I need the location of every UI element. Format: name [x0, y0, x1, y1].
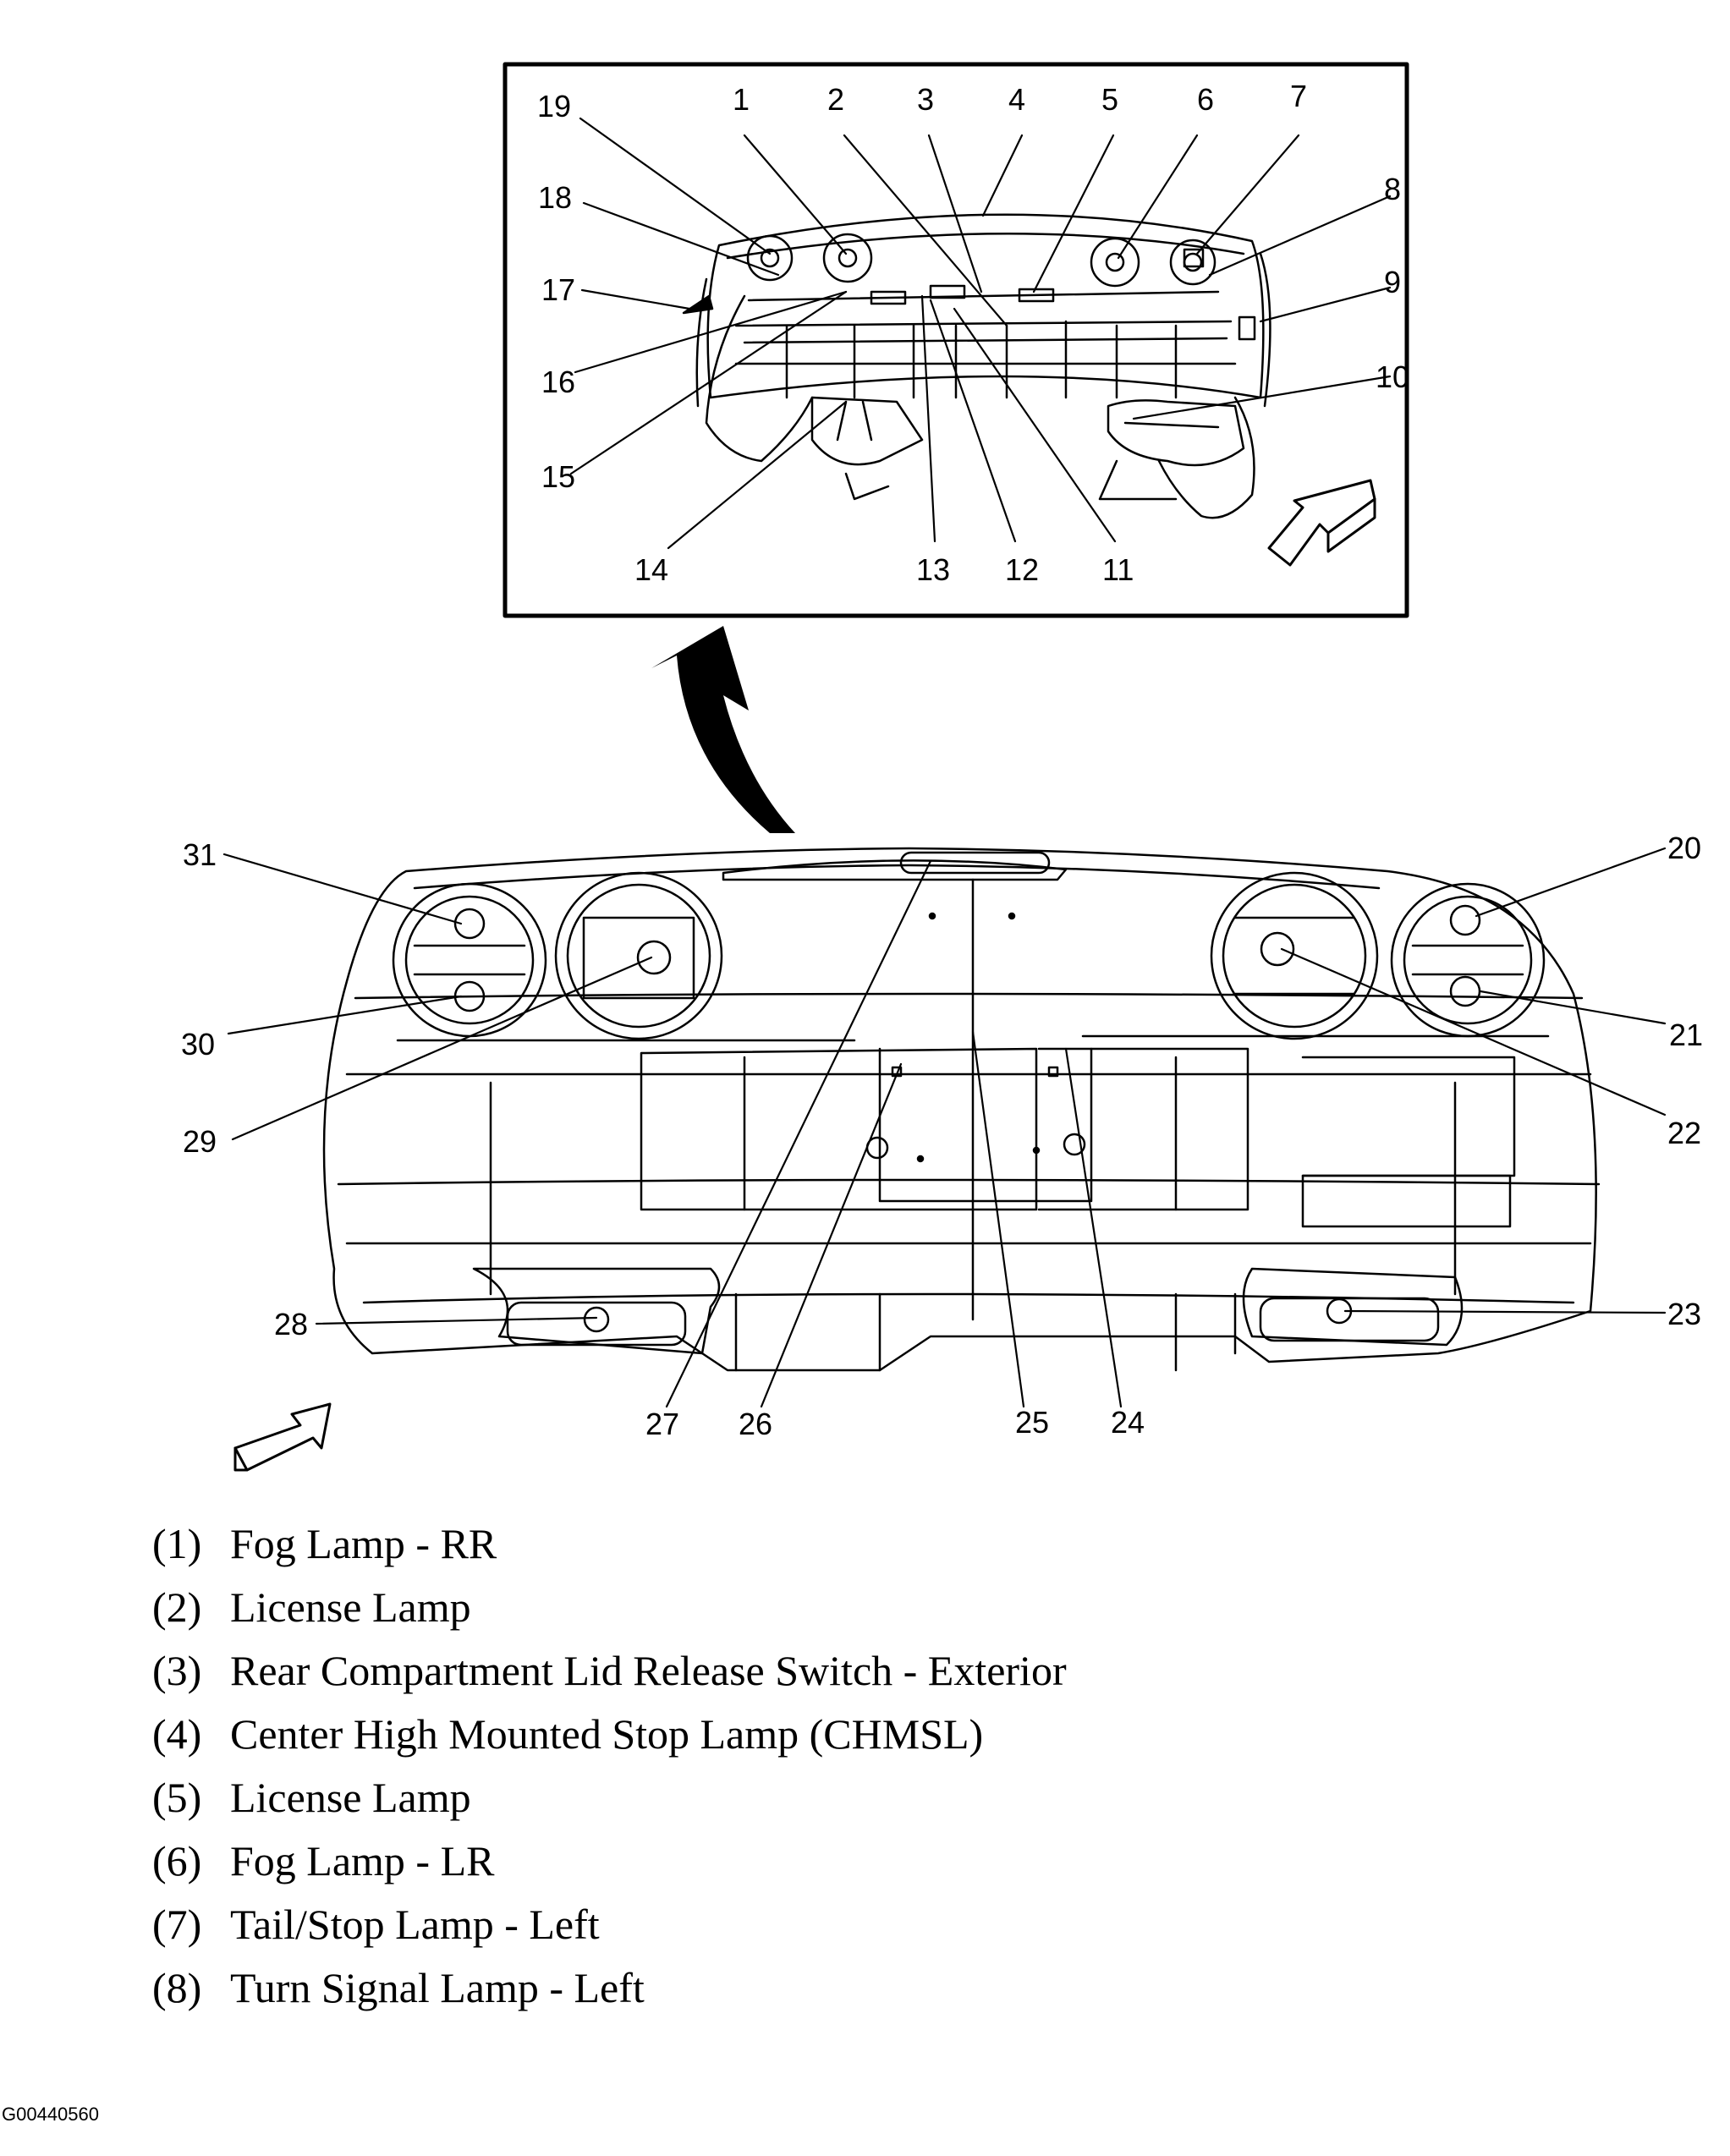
callout-1: 1: [733, 82, 750, 117]
legend-number: (6): [152, 1837, 202, 1884]
callout-numbers: 19 1 2 3 4 5 6 7 8 9 10 11 12 13 14 15 1…: [181, 79, 1703, 1441]
legend-item: (2) License Lamp: [152, 1576, 1067, 1639]
callout-22: 22: [1667, 1116, 1701, 1150]
callout-9: 9: [1384, 265, 1401, 299]
legend-number: (8): [152, 1964, 202, 2011]
callout-21: 21: [1669, 1018, 1703, 1052]
callout-4: 4: [1008, 82, 1025, 117]
callout-2: 2: [827, 82, 844, 117]
callout-12: 12: [1005, 552, 1039, 587]
legend-text: Fog Lamp - RR: [230, 1520, 497, 1567]
callout-16: 16: [541, 365, 575, 399]
callout-3: 3: [917, 82, 934, 117]
callout-26: 26: [739, 1407, 772, 1441]
legend-number: (1): [152, 1520, 202, 1567]
legend-text: Tail/Stop Lamp - Left: [230, 1901, 600, 1948]
legend-item: (7) Tail/Stop Lamp - Left: [152, 1893, 1067, 1956]
callout-17: 17: [541, 272, 575, 307]
legend-text: License Lamp: [230, 1583, 471, 1631]
legend-text: Fog Lamp - LR: [230, 1837, 495, 1884]
legend-number: (5): [152, 1774, 202, 1821]
callout-5: 5: [1101, 82, 1118, 117]
view-arrow-inset: [1267, 479, 1376, 567]
callout-7: 7: [1290, 79, 1307, 113]
vehicle-rear-body: [322, 847, 1601, 1372]
legend-text: Rear Compartment Lid Release Switch - Ex…: [230, 1647, 1067, 1694]
legend-item: (6) Fog Lamp - LR: [152, 1830, 1067, 1893]
legend-number: (3): [152, 1647, 202, 1694]
legend-text: Center High Mounted Stop Lamp (CHMSL): [230, 1710, 984, 1758]
legend-item: (4) Center High Mounted Stop Lamp (CHMSL): [152, 1703, 1067, 1766]
legend-item: (8) Turn Signal Lamp - Left: [152, 1956, 1067, 2020]
callout-8: 8: [1384, 172, 1401, 206]
callout-30: 30: [181, 1027, 215, 1062]
fog-lamps: [506, 1297, 1440, 1347]
callout-11: 11: [1102, 552, 1134, 587]
view-arrow-main: [233, 1402, 332, 1472]
callout-13: 13: [916, 552, 950, 587]
callout-14: 14: [634, 552, 668, 587]
legend-number: (7): [152, 1901, 202, 1948]
callout-6: 6: [1197, 82, 1214, 117]
legend-list: (1) Fog Lamp - RR (2) License Lamp (3) Rear…: [152, 1512, 1067, 2020]
inset-lamp-sockets: [682, 233, 1256, 341]
tail-lamps: [392, 871, 1546, 1040]
callout-23: 23: [1667, 1297, 1701, 1331]
callout-25: 25: [1015, 1405, 1049, 1440]
detail-pointer-arrow: [651, 626, 795, 833]
detail-inset-frame: [503, 62, 1409, 618]
legend-text: License Lamp: [230, 1774, 471, 1821]
callout-27: 27: [645, 1407, 679, 1441]
legend-item: (1) Fog Lamp - RR: [152, 1512, 1067, 1576]
callout-18: 18: [538, 180, 572, 215]
callout-leader-lines: [222, 117, 1667, 1408]
figure-id: G00440560: [2, 2104, 99, 2125]
callout-24: 24: [1111, 1405, 1145, 1440]
legend-item: (5) License Lamp: [152, 1766, 1067, 1830]
callout-20: 20: [1667, 831, 1701, 865]
callout-31: 31: [183, 837, 217, 872]
legend-text: Turn Signal Lamp - Left: [230, 1964, 645, 2011]
legend-number: (2): [152, 1583, 202, 1631]
callout-19: 19: [537, 89, 571, 123]
callout-28: 28: [274, 1307, 308, 1341]
legend-item: (3) Rear Compartment Lid Release Switch -…: [152, 1639, 1067, 1703]
callout-29: 29: [183, 1124, 217, 1159]
legend-number: (4): [152, 1710, 202, 1758]
callout-15: 15: [541, 459, 575, 494]
rear-compartment-drawing: [695, 213, 1271, 519]
callout-10: 10: [1376, 359, 1409, 394]
